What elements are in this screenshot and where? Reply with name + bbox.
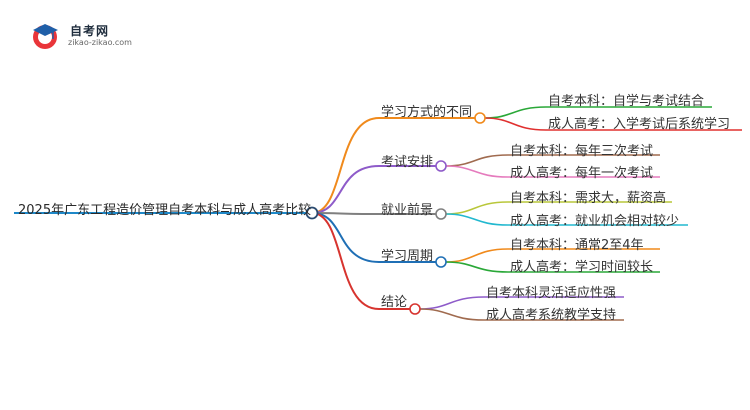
leaf-connector <box>445 261 660 273</box>
leaf-label: 自考本科灵活适应性强 <box>486 286 617 301</box>
leaf-label: 成人高考系统教学支持 <box>486 308 617 323</box>
branch-connector <box>311 212 380 310</box>
logo-name: 自考网 <box>70 24 110 38</box>
leaf-label: 成人高考：就业机会相对较少 <box>510 214 680 229</box>
leaf-connector <box>445 201 672 215</box>
leaf-label: 自考本科：通常2至4年 <box>510 238 644 253</box>
graduation-cap-icon <box>33 24 58 49</box>
leaf-label: 成人高考：学习时间较长 <box>510 260 654 275</box>
branch-label-study-mode: 学习方式的不同 <box>381 105 473 120</box>
leaf-label: 成人高考：每年一次考试 <box>510 166 654 181</box>
branch-label-study-period: 学习周期 <box>381 249 434 264</box>
branch-junction-node <box>474 112 486 124</box>
leaf-connector <box>445 154 660 167</box>
root-node-label: 2025年广东工程造价管理自考本科与成人高考比较 <box>18 203 312 218</box>
logo-domain: zikao-zikao.com <box>68 38 132 47</box>
branch-label-conclusion: 结论 <box>381 295 408 310</box>
site-logo[interactable]: 自考网 zikao-zikao.com <box>28 20 138 52</box>
branch-connector <box>311 165 380 214</box>
leaf-connector <box>445 165 660 178</box>
root-junction-node <box>305 206 319 220</box>
leaf-label: 自考本科：需求大，薪资高 <box>510 191 667 206</box>
branch-junction-node <box>435 160 447 172</box>
leaf-connector <box>419 296 624 310</box>
branch-label-exam-schedule: 考试安排 <box>381 155 434 170</box>
leaf-connector <box>445 248 660 263</box>
leaf-label: 自考本科：自学与考试结合 <box>548 94 705 109</box>
branch-junction-node <box>409 303 421 315</box>
branch-junction-node <box>435 208 447 220</box>
branch-label-career-prospects: 就业前景 <box>381 203 434 218</box>
leaf-label: 成人高考：入学考试后系统学习 <box>548 117 731 132</box>
branch-junction-node <box>435 256 447 268</box>
branch-connector <box>311 117 380 214</box>
branch-connector <box>311 212 380 215</box>
leaf-connector <box>484 117 742 131</box>
leaf-connector <box>445 213 688 226</box>
branch-connector <box>311 212 380 263</box>
leaf-connector <box>419 308 624 321</box>
leaf-label: 自考本科：每年三次考试 <box>510 144 654 159</box>
